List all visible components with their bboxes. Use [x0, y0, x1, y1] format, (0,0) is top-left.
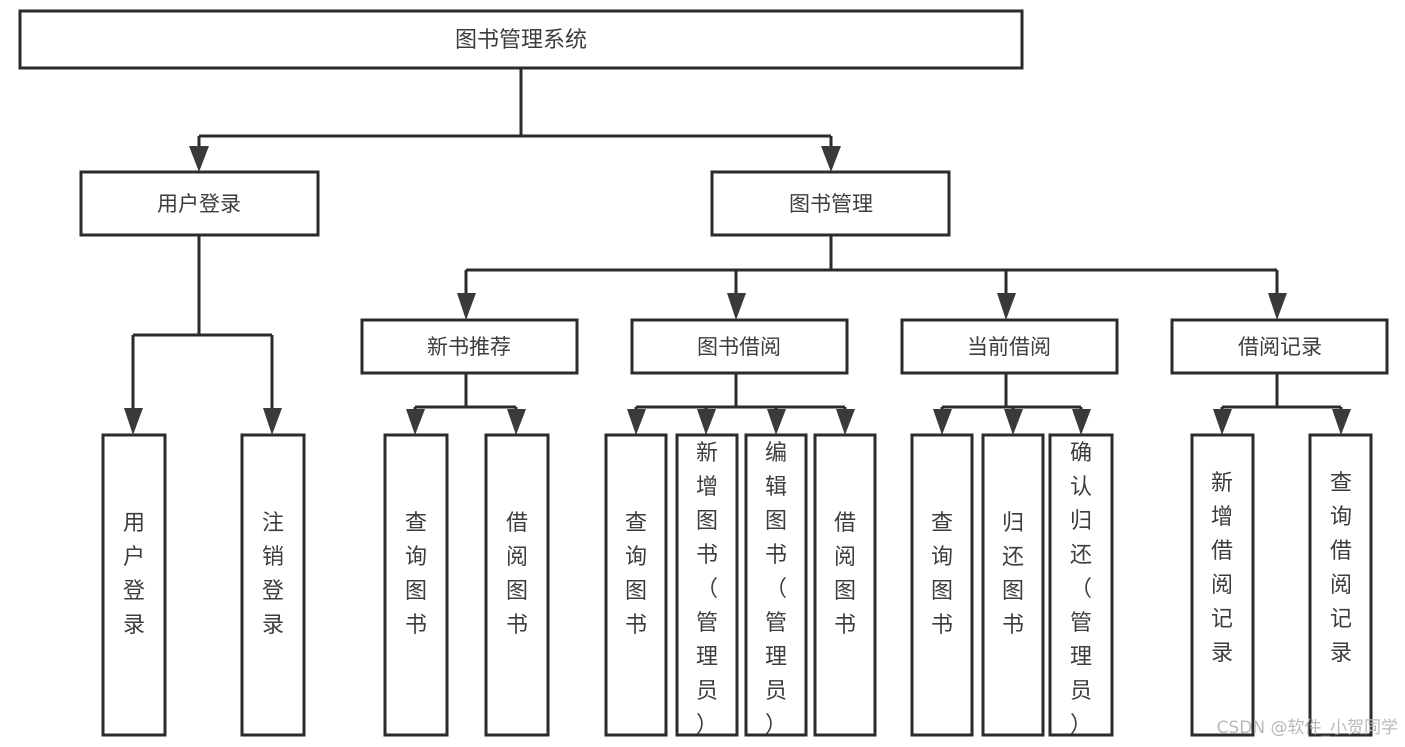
leaf-label-vertical: 确认归还（管理员）: [1070, 441, 1092, 738]
leaf-current-borrow-query[interactable]: 查询图书: [910, 433, 974, 737]
leaf-new-book-query[interactable]: 查询图书: [383, 433, 449, 737]
leaf-box[interactable]: [383, 433, 449, 737]
node-root-box[interactable]: [18, 9, 1024, 70]
leaf-book-borrow-edit[interactable]: 编辑图书（管理员）: [744, 433, 808, 738]
arrow-head-icon: [627, 409, 646, 435]
leaf-label-vertical: 查询图书: [931, 511, 953, 638]
leaf-label-vertical: 借阅图书: [834, 511, 856, 638]
leaf-label-vertical: 注销登录: [262, 511, 284, 638]
leaf-box[interactable]: [604, 433, 668, 737]
arrow-head-icon: [457, 293, 476, 320]
leaf-box[interactable]: [240, 433, 306, 737]
leaf-book-borrow-borrow[interactable]: 借阅图书: [813, 433, 877, 737]
node-new-book-recommend-box[interactable]: [360, 318, 579, 375]
leaf-label-vertical: 借阅图书: [506, 511, 528, 638]
leaf-label-vertical: 用户登录: [123, 511, 145, 638]
connector-group-user-login: [124, 235, 282, 435]
leaf-box[interactable]: [1048, 433, 1114, 737]
arrow-head-icon: [1213, 409, 1232, 435]
leaf-label-vertical: 编辑图书（管理员）: [765, 441, 787, 738]
arrow-head-icon: [767, 409, 786, 435]
node-root[interactable]: 图书管理系统: [18, 9, 1024, 70]
leaf-user-login-login[interactable]: 用户登录: [101, 433, 167, 737]
node-book-management-box[interactable]: [710, 170, 951, 237]
leaf-box[interactable]: [1308, 433, 1373, 737]
connector-group-book-mgmt: [457, 235, 1287, 320]
connector-group-borrow-record: [1213, 373, 1351, 435]
arrow-head-icon: [189, 146, 209, 172]
node-user-login-label: 用户登录: [157, 192, 241, 216]
arrow-head-icon: [821, 146, 841, 172]
leaf-label-vertical: 查询图书: [625, 511, 647, 638]
arrow-head-icon: [1332, 409, 1351, 435]
node-current-borrow-label: 当前借阅: [967, 335, 1051, 359]
arrow-head-icon: [1004, 409, 1023, 435]
arrow-head-icon: [507, 409, 526, 435]
node-borrow-record-label: 借阅记录: [1238, 335, 1322, 359]
node-book-management-label: 图书管理: [789, 192, 873, 216]
connector-group-root: [189, 68, 841, 172]
leaf-book-borrow-query[interactable]: 查询图书: [604, 433, 668, 737]
node-current-borrow[interactable]: 当前借阅: [900, 318, 1119, 375]
arrow-head-icon: [933, 409, 952, 435]
arrow-head-icon: [1268, 293, 1287, 320]
leaf-borrow-record-query[interactable]: 查询借阅记录: [1308, 433, 1373, 737]
leaf-box[interactable]: [101, 433, 167, 737]
arrow-head-icon: [1072, 409, 1091, 435]
leaf-label-vertical: 查询图书: [405, 511, 427, 638]
node-book-borrow[interactable]: 图书借阅: [630, 318, 849, 375]
leaf-box[interactable]: [484, 433, 550, 737]
leaf-user-login-logout[interactable]: 注销登录: [240, 433, 306, 737]
node-root-label: 图书管理系统: [455, 28, 587, 53]
arrow-head-icon: [406, 409, 425, 435]
arrow-head-icon: [997, 293, 1016, 320]
leaf-box[interactable]: [813, 433, 877, 737]
leaf-label-vertical: 查询借阅记录: [1330, 471, 1352, 666]
leaf-borrow-record-add[interactable]: 新增借阅记录: [1190, 433, 1255, 737]
arrow-head-icon: [263, 408, 282, 435]
leaf-current-borrow-return[interactable]: 归还图书: [981, 433, 1045, 737]
leaf-box[interactable]: [910, 433, 974, 737]
leaf-box[interactable]: [1190, 433, 1255, 737]
leaf-label-vertical: 新增借阅记录: [1211, 471, 1233, 666]
leaf-book-borrow-add[interactable]: 新增图书（管理员）: [675, 433, 739, 738]
leaf-label-vertical: 归还图书: [1002, 511, 1024, 638]
node-new-book-recommend-label: 新书推荐: [427, 335, 511, 359]
node-current-borrow-box[interactable]: [900, 318, 1119, 375]
leaf-box[interactable]: [744, 433, 808, 737]
node-borrow-record[interactable]: 借阅记录: [1170, 318, 1389, 375]
leaf-new-book-borrow[interactable]: 借阅图书: [484, 433, 550, 737]
connector-group-book-borrow: [627, 373, 855, 435]
node-borrow-record-box[interactable]: [1170, 318, 1389, 375]
connector-group-current-borrow: [933, 373, 1091, 435]
node-new-book-recommend[interactable]: 新书推荐: [360, 318, 579, 375]
arrow-head-icon: [836, 409, 855, 435]
node-book-borrow-box[interactable]: [630, 318, 849, 375]
node-book-borrow-label: 图书借阅: [697, 335, 781, 359]
connector-group-new-book: [406, 373, 526, 435]
node-user-login-box[interactable]: [79, 170, 320, 237]
leaf-label-vertical: 新增图书（管理员）: [696, 441, 718, 738]
csdn-watermark: CSDN @软件_小贺同学: [1217, 718, 1398, 738]
leaf-current-borrow-confirm[interactable]: 确认归还（管理员）: [1048, 433, 1114, 738]
leaf-box[interactable]: [675, 433, 739, 737]
leaf-box[interactable]: [981, 433, 1045, 737]
arrow-head-icon: [697, 409, 716, 435]
arrow-head-icon: [124, 408, 143, 435]
node-book-management[interactable]: 图书管理: [710, 170, 951, 237]
arrow-head-icon: [727, 293, 746, 320]
node-user-login[interactable]: 用户登录: [79, 170, 320, 237]
